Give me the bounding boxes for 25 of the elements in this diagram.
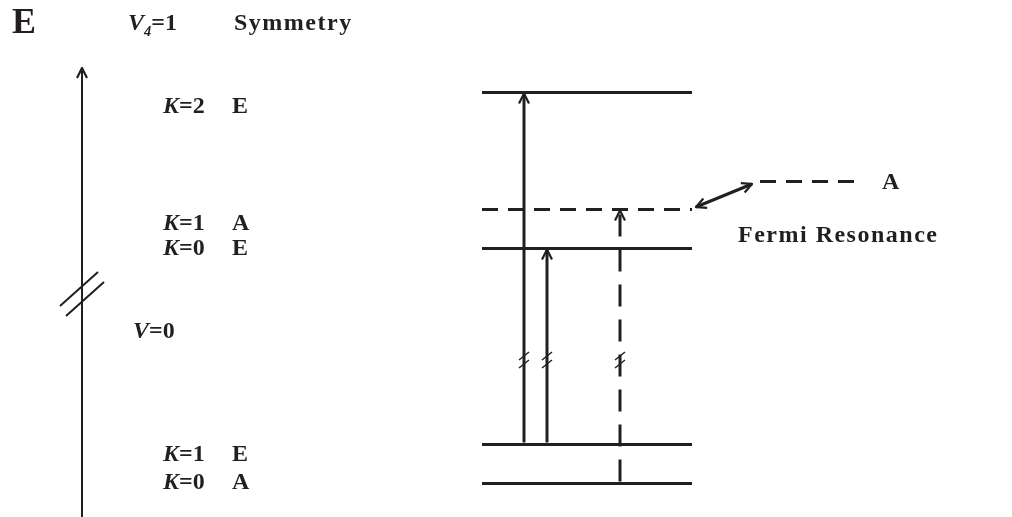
quantum-number-label: K=0 bbox=[163, 235, 205, 259]
column-heading: Symmetry bbox=[234, 10, 353, 34]
symmetry-label: E bbox=[232, 93, 248, 117]
energy-level-line bbox=[482, 207, 692, 211]
quantum-number-label: K=1 bbox=[163, 210, 205, 234]
symmetry-label: E bbox=[232, 235, 248, 259]
symmetry-label: A bbox=[882, 169, 900, 193]
transition-arrow bbox=[540, 248, 554, 443]
quantum-number-label: V=0 bbox=[133, 318, 175, 342]
transition-arrow bbox=[517, 92, 531, 443]
energy-level-line bbox=[482, 481, 692, 485]
resonance-label: Fermi Resonance bbox=[738, 222, 939, 246]
quantum-number-label: K=0 bbox=[163, 469, 205, 493]
energy-level-line bbox=[482, 246, 692, 250]
symmetry-label: A bbox=[232, 469, 250, 493]
quantum-number-label: V$_{4}$=1 bbox=[128, 10, 177, 41]
quantum-number-label: K=2 bbox=[163, 93, 205, 117]
symmetry-label: E bbox=[232, 441, 248, 465]
energy-level-line bbox=[482, 90, 692, 94]
axis-label: E bbox=[12, 3, 36, 39]
symmetry-label: A bbox=[232, 210, 250, 234]
energy-level-line bbox=[482, 442, 692, 446]
transition-arrow bbox=[613, 209, 627, 482]
quantum-number-label: K=1 bbox=[163, 441, 205, 465]
fermi-resonance-arrow bbox=[694, 182, 754, 209]
